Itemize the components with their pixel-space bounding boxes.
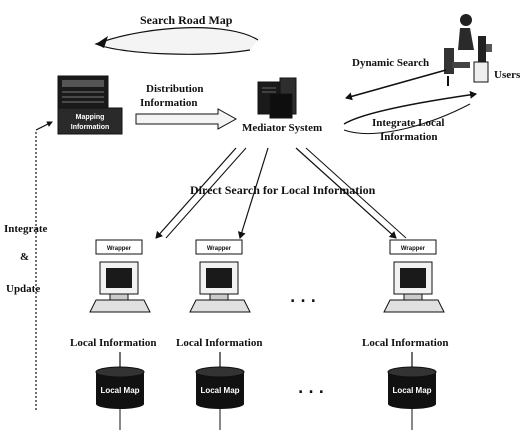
database-cylinder-icon <box>387 366 437 409</box>
integrate-local-arrow-curve <box>343 103 471 135</box>
update-label: Update <box>6 283 40 295</box>
integrate-local-arrow <box>343 90 477 125</box>
integrate-label: Integrate <box>4 223 47 235</box>
computer-terminal-icon <box>189 261 251 313</box>
direct-search-arrow-left-edge <box>165 147 247 239</box>
local-information-label-1: Local Information <box>70 337 156 349</box>
computer-station-3: Wrapper <box>383 239 445 313</box>
computer-terminal-icon <box>383 261 445 313</box>
distribution-arrow <box>135 108 238 130</box>
local-map-label-3: Local Map <box>392 386 431 395</box>
local-map-label-1: Local Map <box>100 386 139 395</box>
distribution-label-line2: Information <box>140 97 197 109</box>
search-road-map-label: Search Road Map <box>140 13 233 27</box>
direct-search-arrow-left <box>155 147 237 239</box>
local-information-label-3: Local Information <box>362 337 448 349</box>
mapping-label-line1: Mapping <box>76 114 105 121</box>
direct-search-arrow-middle <box>237 147 269 239</box>
mediator-server-icon <box>257 77 297 119</box>
ampersand-label: & <box>20 251 29 263</box>
computer-station-2: Wrapper <box>189 239 251 313</box>
local-map-database-3: Local Map <box>387 366 437 409</box>
local-map-label-2: Local Map <box>200 386 239 395</box>
mapping-information-box: Mapping Information <box>57 75 123 135</box>
search-road-map-arrow <box>94 27 259 55</box>
mediator-system-label: Mediator System <box>242 122 322 134</box>
integrate-update-arrowhead <box>35 121 53 131</box>
users-label: Users <box>494 69 521 81</box>
wrapper-label-3: Wrapper <box>401 246 426 252</box>
search-road-map-arrowhead <box>96 36 108 48</box>
direct-search-label: Direct Search for Local Information <box>190 183 376 197</box>
integrate-local-label-line1: Integrate Local <box>372 117 444 129</box>
integrate-local-label-line2: Information <box>380 131 437 143</box>
wrapper-label-1: Wrapper <box>107 246 132 252</box>
computer-station-1: Wrapper <box>89 239 151 313</box>
dynamic-search-label: Dynamic Search <box>352 57 429 69</box>
direct-search-arrow-right <box>295 147 397 239</box>
computer-terminal-icon <box>89 261 151 313</box>
local-map-database-1: Local Map <box>95 366 145 409</box>
distribution-label-line1: Distribution <box>146 83 203 95</box>
local-information-label-2: Local Information <box>176 337 262 349</box>
mapping-label-line2: Information <box>71 124 110 131</box>
dynamic-search-arrow <box>345 69 447 101</box>
direct-search-arrow-right-edge <box>305 147 407 239</box>
user-at-desk-icon <box>444 14 492 86</box>
wrapper-label-2: Wrapper <box>207 246 232 252</box>
database-cylinder-icon <box>195 366 245 409</box>
ellipsis-databases: ... <box>298 381 329 397</box>
ellipsis-computers: ... <box>290 290 321 306</box>
database-cylinder-icon <box>95 366 145 409</box>
local-map-database-2: Local Map <box>195 366 245 409</box>
